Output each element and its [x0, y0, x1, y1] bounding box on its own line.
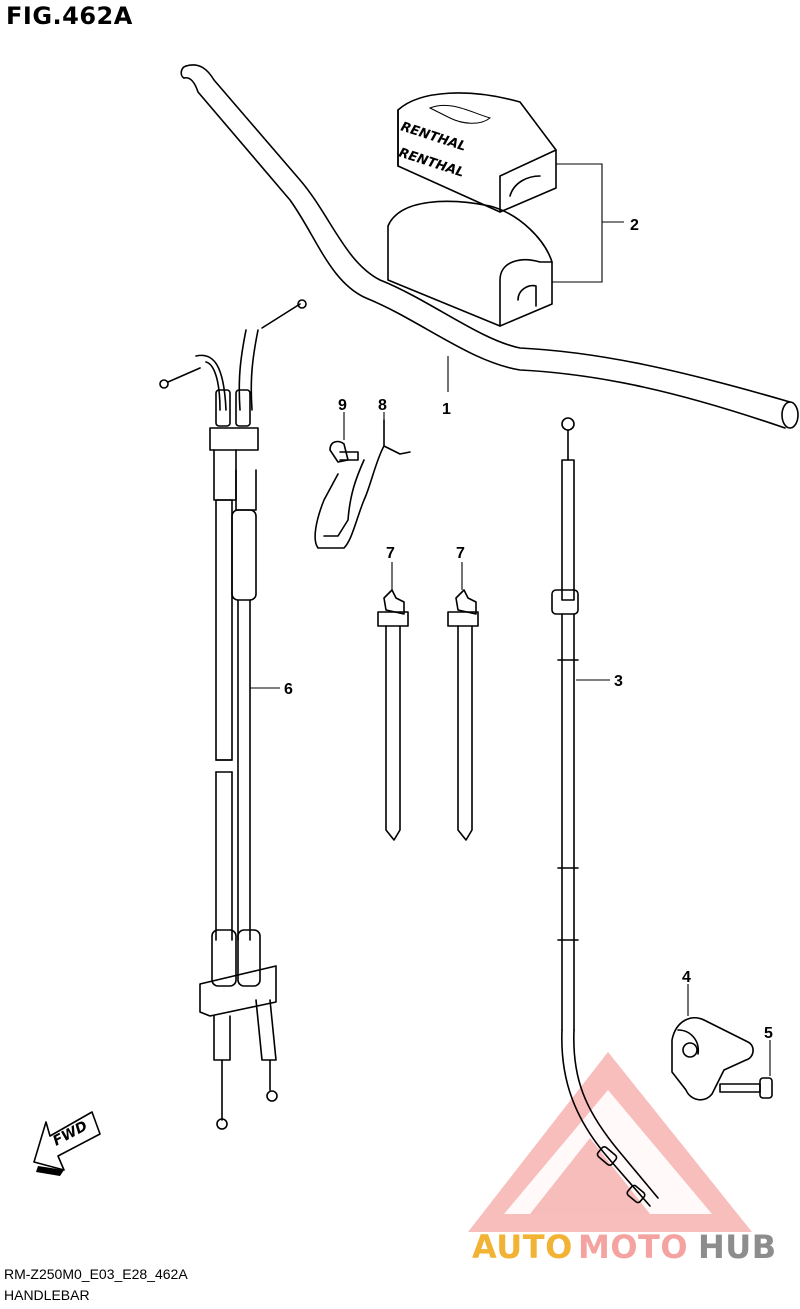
pad-brand-label: RENTHAL RENTHAL	[397, 120, 468, 181]
cable-guide	[314, 412, 411, 549]
callout-5: 5	[764, 1025, 773, 1042]
drawing-code: RM-Z250M0_E03_E28_462A	[4, 1266, 188, 1282]
cable-tie-right	[447, 562, 479, 841]
watermark-text-auto: AUTO	[472, 1228, 573, 1266]
handlebar-pad-set: RENTHAL RENTHAL	[387, 92, 624, 327]
forward-arrow-icon: FWD	[33, 1111, 101, 1176]
callout-1: 1	[442, 401, 451, 418]
throttle-cable-assy	[159, 299, 307, 1130]
callout-7-right: 7	[456, 545, 465, 562]
drawing-subtitle: HANDLEBAR	[4, 1287, 90, 1303]
callout-2: 2	[630, 217, 639, 234]
callout-3: 3	[614, 673, 623, 690]
clutch-cable	[551, 417, 659, 1207]
callout-4: 4	[682, 969, 691, 986]
holder-bolt	[719, 1040, 773, 1099]
callout-8: 8	[378, 397, 387, 414]
watermark-logo: AUTO MOTO HUB	[468, 1052, 777, 1266]
guide-screw	[329, 412, 359, 463]
callout-7-left: 7	[386, 545, 395, 562]
watermark-text-moto: MOTO	[578, 1228, 688, 1266]
callout-6: 6	[284, 681, 293, 698]
cable-tie-left	[377, 562, 409, 841]
handlebar	[180, 64, 799, 429]
figure-title: FIG.462A	[6, 2, 133, 30]
clutch-lever-holder	[671, 984, 754, 1101]
watermark-text-hub: HUB	[698, 1228, 777, 1266]
callout-9: 9	[338, 397, 347, 414]
